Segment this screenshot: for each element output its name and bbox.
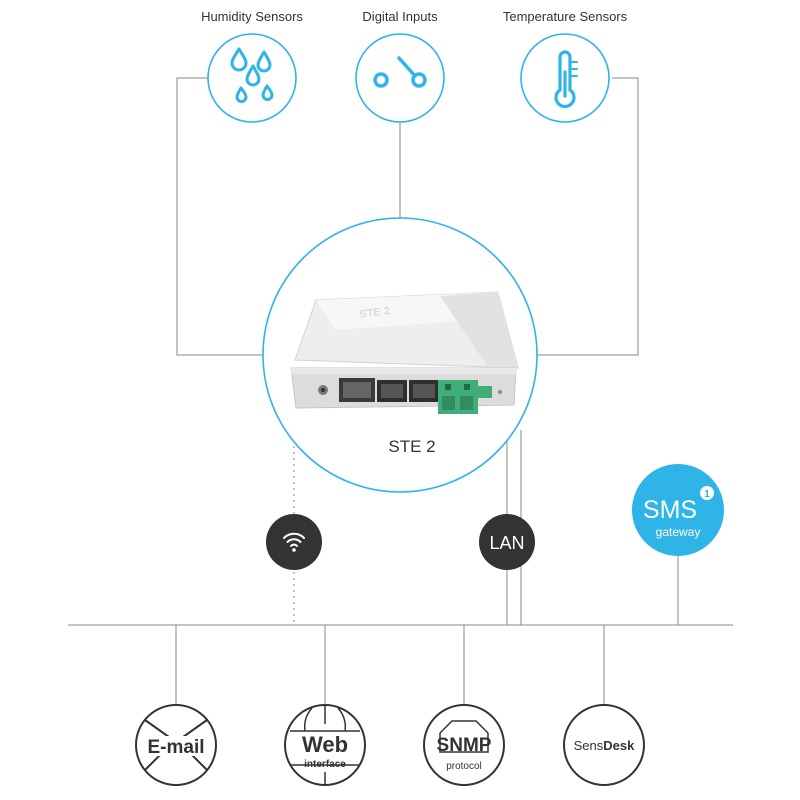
- globe-icon: [290, 705, 360, 785]
- wifi-dot: [292, 548, 296, 552]
- digital-inputs-label: Digital Inputs: [362, 9, 438, 24]
- snmp-title: SNMP: [437, 735, 492, 756]
- thermometer-icon: [554, 50, 578, 109]
- email-label: E-mail: [147, 737, 204, 758]
- sms-badge: [700, 486, 714, 500]
- humidity-connector: [176, 77, 265, 356]
- snmp-protocol-node: SNMP protocol: [423, 704, 505, 786]
- device-node: STE 2 STE 2: [262, 217, 538, 493]
- sms-subtitle: gateway: [656, 525, 701, 539]
- sensdesk-prefix: Sens: [574, 738, 604, 753]
- web-subtitle: interface: [304, 759, 346, 770]
- digital-inputs-node: [355, 33, 445, 123]
- connector-lines: [68, 77, 733, 705]
- temperature-connector: [537, 77, 639, 356]
- device-name: STE 2: [388, 437, 435, 456]
- device-illustration: [290, 291, 519, 414]
- sms-badge-count: 1: [704, 489, 710, 500]
- sensdesk-suffix: Desk: [603, 738, 635, 753]
- device-case-logo: STE 2: [359, 305, 391, 321]
- snmp-subtitle: protocol: [446, 761, 482, 772]
- sensdesk-logo: SensDesk: [574, 738, 635, 753]
- temperature-label: Temperature Sensors: [503, 9, 628, 24]
- sms-title: SMS: [643, 496, 697, 524]
- sms-gateway-node: SMS 1 gateway: [632, 464, 724, 556]
- web-interface-node: Web interface: [284, 704, 366, 786]
- temperature-sensors-node: [520, 33, 610, 123]
- lan-node: LAN: [479, 514, 535, 570]
- humidity-sensors-node: [207, 33, 297, 123]
- sensdesk-node: SensDesk: [563, 704, 645, 786]
- wifi-node: [266, 514, 322, 570]
- humidity-label: Humidity Sensors: [201, 9, 303, 24]
- water-drops-icon: [230, 47, 274, 103]
- web-title: Web: [302, 732, 348, 757]
- email-node: E-mail: [135, 704, 217, 786]
- snmp-frame-icon: [439, 720, 489, 753]
- switch-icon: [373, 56, 427, 88]
- lan-label: LAN: [489, 533, 524, 553]
- wifi-icon: [283, 532, 305, 547]
